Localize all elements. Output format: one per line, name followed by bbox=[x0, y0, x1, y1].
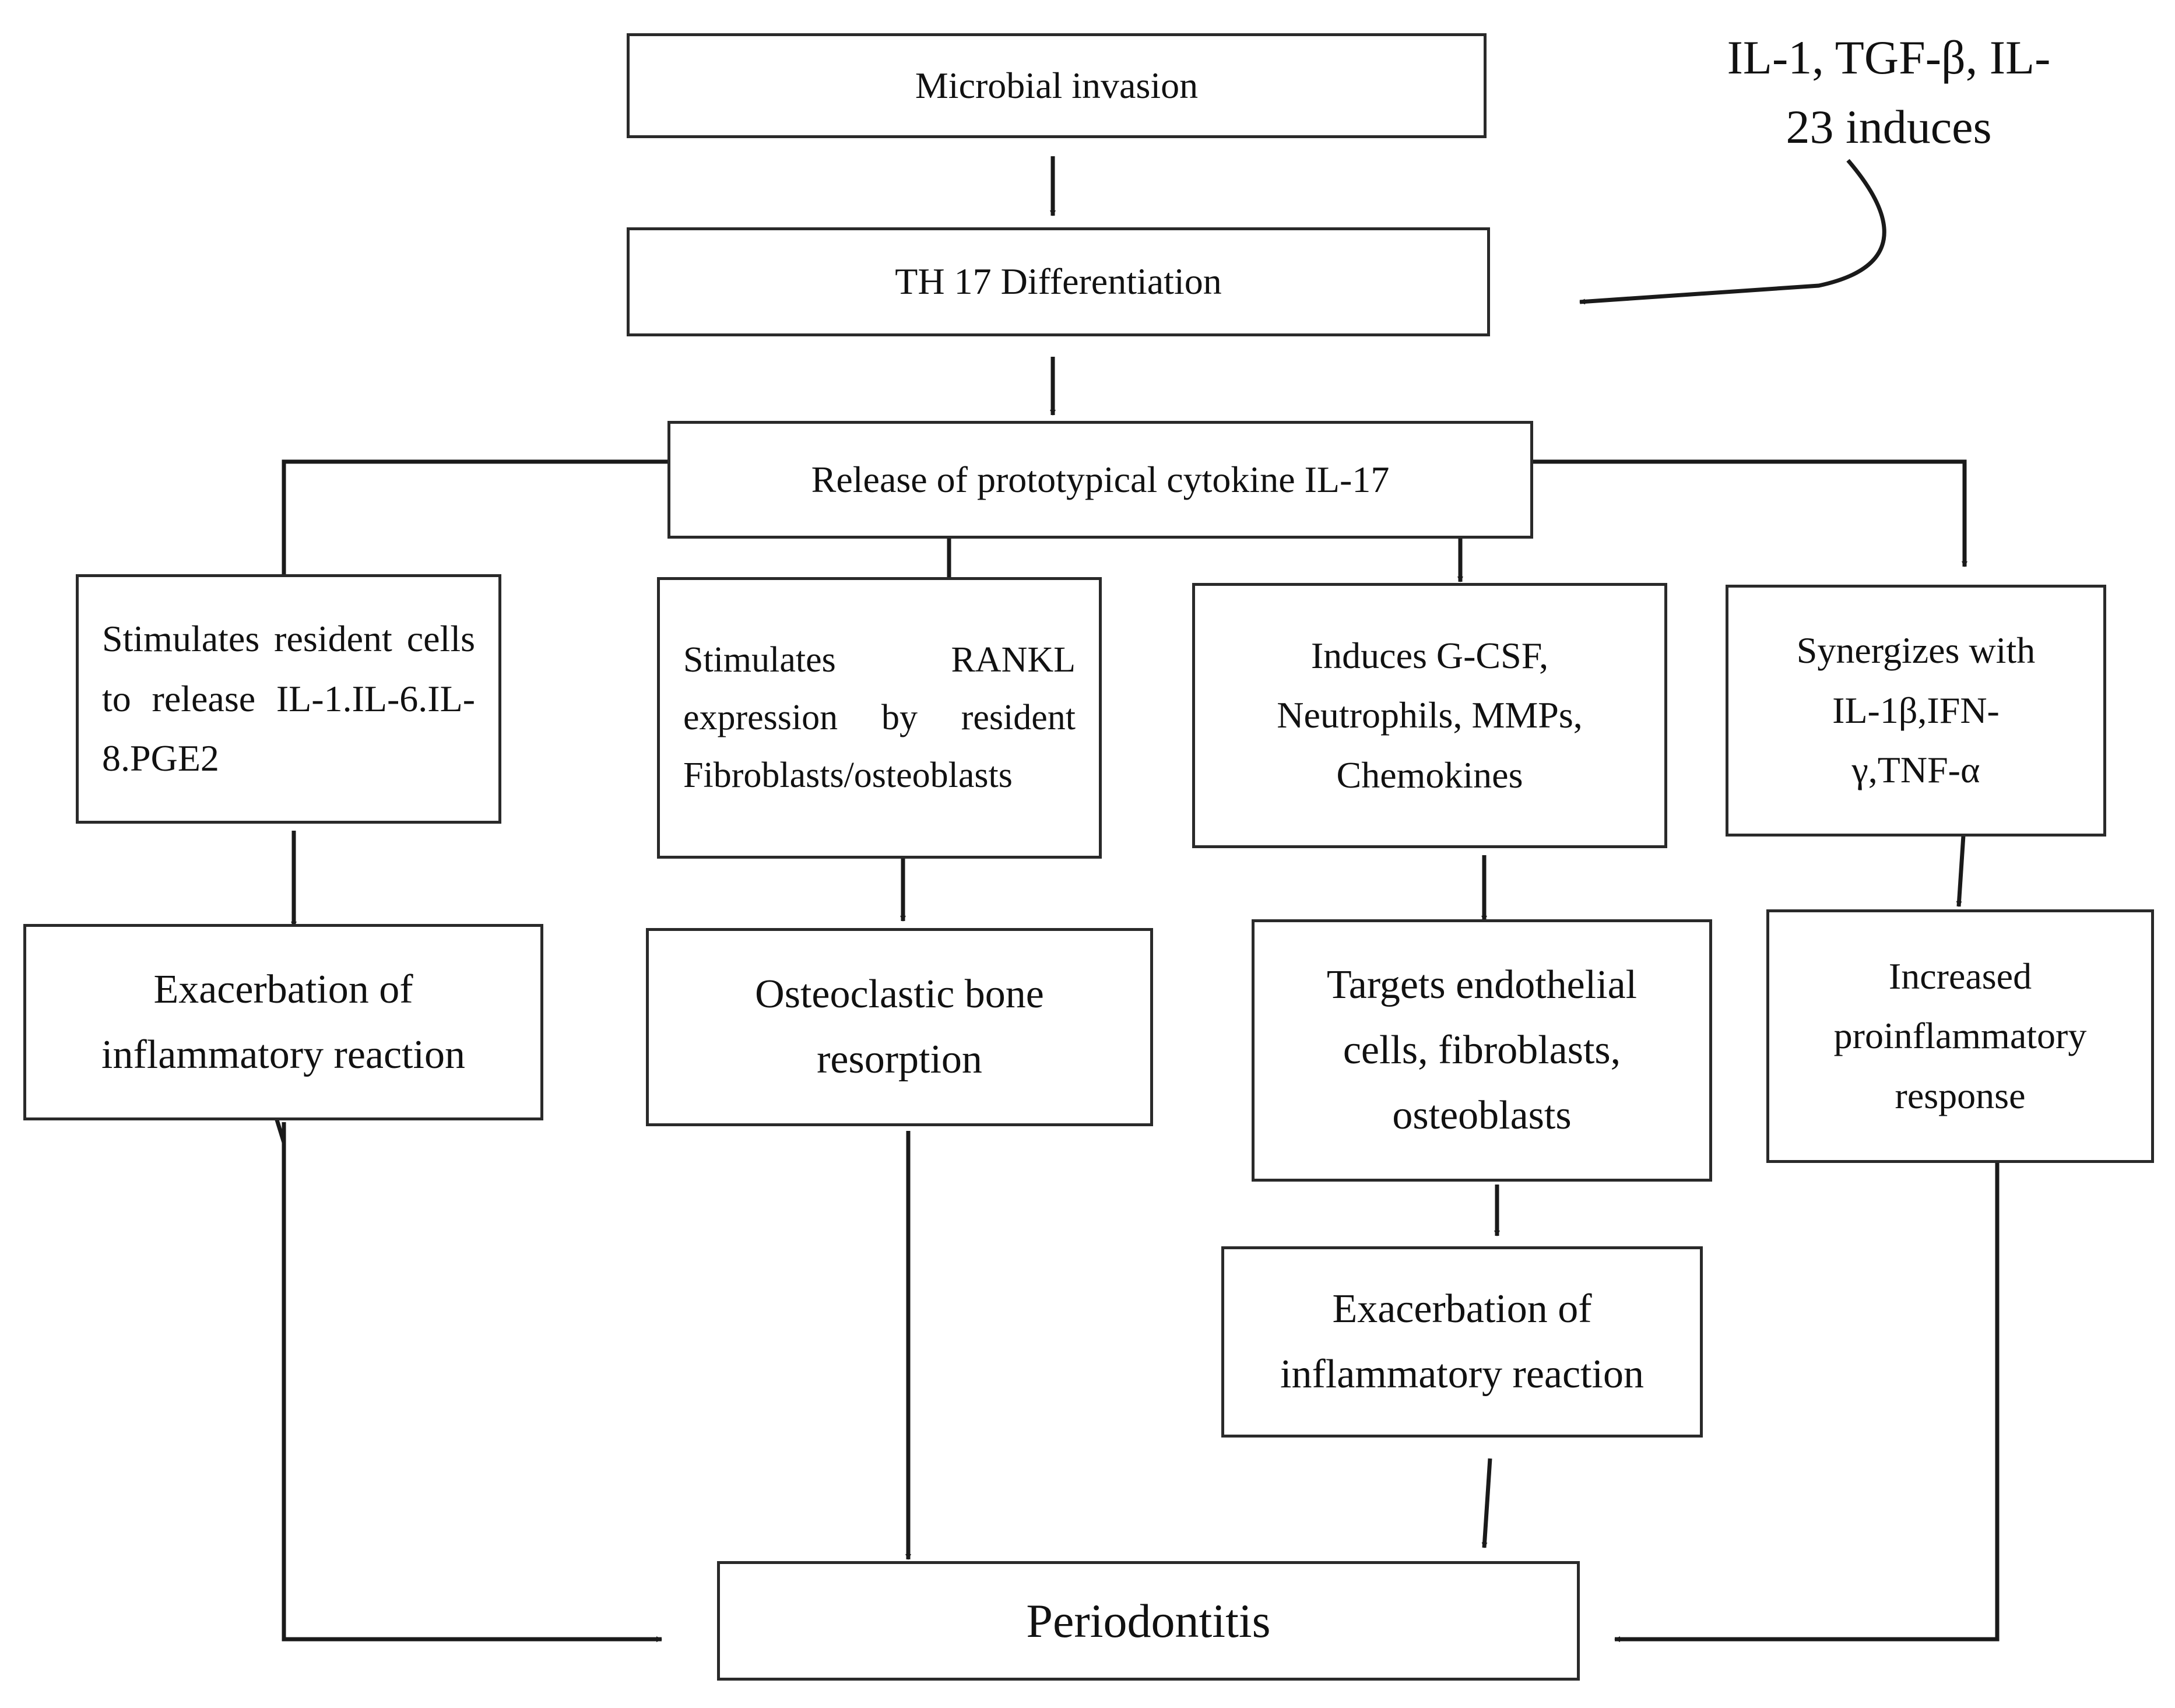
induces-gcsf-label: Induces G-CSF, Neutrophils, MMPs, Chemok… bbox=[1277, 634, 1583, 796]
inducers-note: IL-1, TGF-β, IL- 23 induces bbox=[1727, 31, 2051, 153]
stimulates-rankl-label: Stimulates RANKL expression by resident … bbox=[683, 639, 1076, 796]
stimulates-resident-label: Stimulates resident cells to release IL-… bbox=[102, 618, 475, 779]
osteoclastic-label: Osteoclastic bone resorption bbox=[755, 972, 1044, 1082]
synergizes-box: Synergizes with IL-1β,IFN- γ,TNF-α bbox=[1726, 585, 2106, 837]
stimulates-resident-box: Stimulates resident cells to release IL-… bbox=[76, 574, 501, 824]
il17-release-box: Release of prototypical cytokine IL-17 bbox=[667, 421, 1533, 539]
arrow-exacerbation-right-to-periodontitis bbox=[1481, 1458, 1492, 1548]
increased-response-label: Increased proinflammatory response bbox=[1833, 955, 2087, 1116]
arrow-il17-to-stimulates bbox=[281, 459, 667, 598]
microbial-invasion-box: Microbial invasion bbox=[627, 33, 1487, 138]
th17-differentiation-label: TH 17 Differentiation bbox=[895, 261, 1222, 303]
arrow-exacerbation-left-to-periodontitis bbox=[282, 1122, 662, 1642]
induces-gcsf-box: Induces G-CSF, Neutrophils, MMPs, Chemok… bbox=[1192, 583, 1667, 848]
exacerbation-right-label: Exacerbation of inflammatory reaction bbox=[1280, 1287, 1644, 1397]
il17-release-label: Release of prototypical cytokine IL-17 bbox=[811, 458, 1390, 500]
exacerbation-right-box: Exacerbation of inflammatory reaction bbox=[1221, 1246, 1703, 1438]
exacerbation-left-box: Exacerbation of inflammatory reaction bbox=[23, 924, 543, 1120]
targets-cells-box: Targets endothelial cells, fibroblasts, … bbox=[1252, 919, 1712, 1182]
increased-response-box: Increased proinflammatory response bbox=[1766, 909, 2154, 1163]
periodontitis-box: Periodontitis bbox=[717, 1561, 1580, 1681]
arrow-il17-to-synergizes bbox=[1533, 459, 1967, 567]
th17-differentiation-box: TH 17 Differentiation bbox=[627, 227, 1490, 336]
microbial-invasion-label: Microbial invasion bbox=[915, 64, 1199, 106]
targets-cells-label: Targets endothelial cells, fibroblasts, … bbox=[1326, 962, 1638, 1138]
synergizes-label: Synergizes with IL-1β,IFN- γ,TNF-α bbox=[1796, 630, 2036, 791]
osteoclastic-box: Osteoclastic bone resorption bbox=[646, 928, 1153, 1126]
stimulates-rankl-box: Stimulates RANKL expression by resident … bbox=[657, 577, 1102, 859]
arrow-inducers-to-th17 bbox=[1579, 159, 1886, 305]
periodontitis-label: Periodontitis bbox=[1026, 1594, 1271, 1647]
arrow-synergizes-to-increased bbox=[1956, 826, 1966, 907]
arrow-increased-to-periodontitis bbox=[1614, 1163, 2000, 1642]
exacerbation-left-label: Exacerbation of inflammatory reaction bbox=[101, 967, 465, 1077]
